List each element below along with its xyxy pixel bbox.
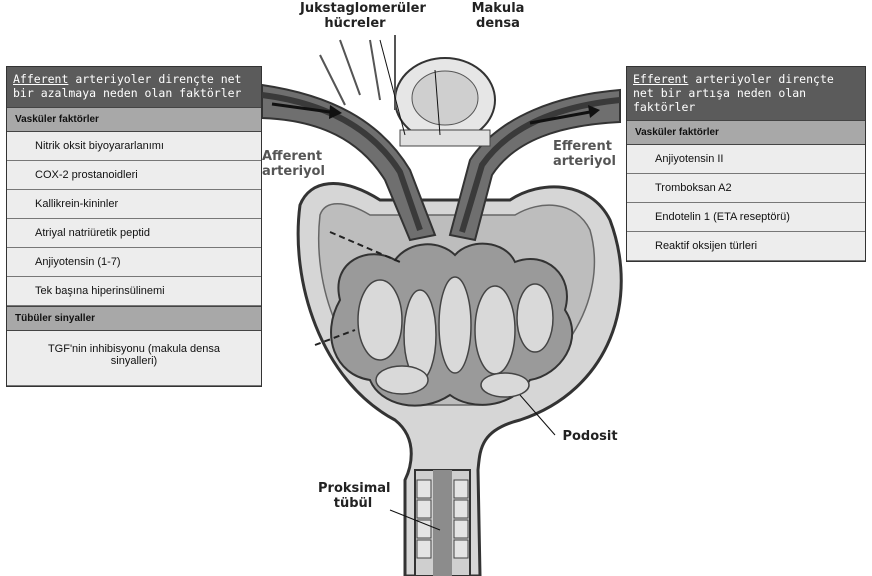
label-juxtaglomerular: Jukstaglomerüler hücreler <box>300 2 410 32</box>
list-item: Atriyal natriüretik peptid <box>7 219 261 248</box>
list-item: Nitrik oksit biyoyararlanımı <box>7 132 261 161</box>
list-item: Tromboksan A2 <box>627 174 865 203</box>
list-item: Kallikrein-kininler <box>7 190 261 219</box>
label-afferent-arteriole: Afferent arteriyol <box>262 150 332 180</box>
left-panel-title: Afferent arteriyoler dirençte net bir az… <box>7 67 261 107</box>
left-section-vascular: Vasküler faktörler <box>7 107 261 132</box>
label-podosit: Podosit <box>560 430 620 445</box>
list-item: Endotelin 1 (ETA reseptörü) <box>627 203 865 232</box>
label-proximal-tubule: Proksimal tübül <box>318 482 388 512</box>
left-factors-panel: Afferent arteriyoler dirençte net bir az… <box>6 66 262 387</box>
list-item: TGF'nin inhibisyonu (makula densa sinyal… <box>7 331 261 386</box>
list-item: Anjiyotensin (1-7) <box>7 248 261 277</box>
list-item: COX-2 prostanoidleri <box>7 161 261 190</box>
right-factors-panel: Efferent arteriyoler dirençte net bir ar… <box>626 66 866 262</box>
right-section-vascular: Vasküler faktörler <box>627 120 865 145</box>
left-section-tubular: Tübüler sinyaller <box>7 306 261 331</box>
list-item: Tek başına hiperinsülinemi <box>7 277 261 306</box>
label-macula-densa: Makula densa <box>468 2 528 32</box>
list-item: Anjiyotensin II <box>627 145 865 174</box>
right-panel-title: Efferent arteriyoler dirençte net bir ar… <box>627 67 865 120</box>
list-item: Reaktif oksijen türleri <box>627 232 865 261</box>
label-efferent-arteriole: Efferent arteriyol <box>553 140 625 170</box>
